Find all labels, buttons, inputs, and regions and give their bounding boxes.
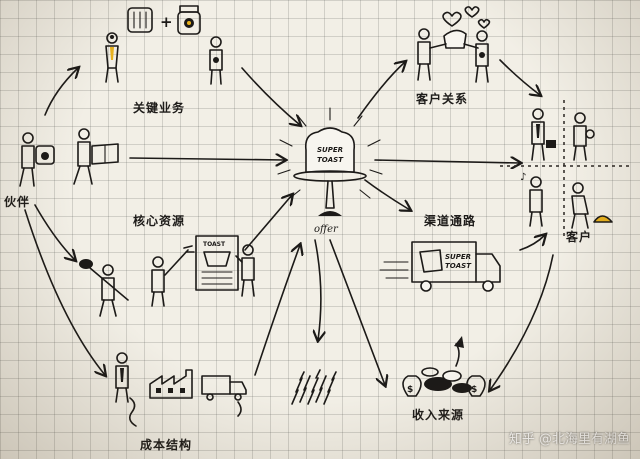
- arrow-offer-to-production: [315, 239, 321, 340]
- arrow-partners-to-offer: [129, 158, 285, 160]
- arrow-channels-to-customers: [519, 235, 545, 251]
- flow-arrows: [24, 59, 554, 390]
- speed-lines-icon: [379, 261, 409, 279]
- label-partners: 伙伴: [4, 195, 31, 209]
- svg-text:$: $: [407, 385, 413, 395]
- truck-text-line1: SUPER: [445, 253, 471, 261]
- label-key-resources: 核心资源: [133, 214, 186, 228]
- money-bag-left-icon: $: [402, 375, 422, 397]
- label-revenue-streams: 收入来源: [412, 408, 465, 422]
- watermark-text: 知乎 @北海里有湖鱼: [508, 432, 630, 447]
- shine-rays-icon: [277, 107, 383, 199]
- partner-jar-figure-icon: [19, 132, 55, 187]
- plus-icon: +: [160, 13, 173, 31]
- pitchfork-figure-icon: [151, 245, 195, 307]
- cost-structure-illustration: [115, 352, 247, 427]
- resources-board-text: TOAST: [203, 241, 226, 248]
- channels-illustration: SUPER TOAST: [379, 241, 501, 292]
- customer-figure-right-icon: [475, 30, 489, 83]
- cost-figure-icon: [115, 352, 137, 427]
- figure-right-icon: [209, 36, 223, 85]
- arrow-offer-to-relationships: [357, 62, 405, 119]
- delivery-truck-icon: SUPER TOAST: [411, 241, 501, 292]
- truck-text-line2: TOAST: [445, 262, 472, 270]
- partners-illustration: [19, 128, 119, 187]
- label-customer-relationships: 客户关系: [416, 92, 469, 106]
- music-customer-icon: ♪: [520, 172, 543, 227]
- arrow-partners-to-activities: [44, 68, 78, 116]
- arrow-partners-to-resources: [34, 204, 75, 260]
- cake-stand-stem-icon: [325, 180, 335, 209]
- label-channels: 渠道通路: [424, 214, 477, 228]
- resources-board-icon: TOAST: [195, 235, 239, 291]
- toaster-icon: [127, 7, 153, 33]
- hearts-icon: [442, 6, 491, 29]
- product-text-line1: SUPER: [317, 146, 343, 154]
- arrow-offer-to-customers: [374, 160, 520, 163]
- key-activities-illustration: +: [105, 5, 223, 85]
- offer-product-illustration: SUPER TOAST: [277, 107, 383, 216]
- arrow-offer-to-channels: [364, 179, 410, 210]
- label-key-activities: 关键业务: [133, 101, 186, 115]
- svg-text:$: $: [471, 385, 477, 395]
- cake-stand-plate-icon: [293, 170, 367, 182]
- toast-slice-icon: [304, 127, 356, 173]
- coin-pile-icon: [421, 336, 472, 393]
- product-text-line2: TOAST: [317, 156, 344, 164]
- label-cost-structure: 成本结构: [140, 438, 193, 452]
- label-customers: 客户: [566, 230, 593, 244]
- jam-jar-icon: [177, 5, 201, 35]
- shovel-figure-icon: [79, 259, 129, 317]
- arrow-offer-to-revenue: [329, 239, 385, 385]
- cost-truck-icon: [201, 375, 247, 417]
- factory-icon: [149, 369, 193, 399]
- presenter-figure-icon: [235, 244, 255, 297]
- cake-stand-base-icon: [318, 211, 342, 216]
- arrow-partners-to-cost: [24, 209, 105, 375]
- crowd-icon: [291, 369, 337, 405]
- money-bag-right-icon: $: [466, 375, 486, 397]
- customer-relationships-illustration: [417, 6, 491, 83]
- customer-figure-left-icon: [417, 28, 431, 81]
- key-resources-illustration: TOAST: [79, 235, 255, 317]
- business-customer-icon: [531, 108, 556, 161]
- customer-segments-illustration: ♪: [500, 100, 632, 240]
- revenue-streams-illustration: $ $: [402, 336, 486, 397]
- arrow-activities-to-offer: [241, 67, 300, 125]
- label-offer: offer: [314, 224, 338, 235]
- partner-box-figure-icon: [73, 128, 119, 185]
- svg-text:♪: ♪: [520, 172, 526, 183]
- worker-customer-icon: [571, 182, 613, 229]
- arrow-customers-to-revenue: [490, 254, 554, 390]
- arrow-cost-to-offer: [254, 245, 300, 376]
- arrow-resources-to-offer: [244, 195, 292, 251]
- family-customer-icon: [573, 112, 595, 161]
- arrow-relationships-to-customers: [499, 59, 540, 95]
- figure-left-icon: [105, 32, 119, 83]
- handshake-gift-icon: [429, 29, 479, 49]
